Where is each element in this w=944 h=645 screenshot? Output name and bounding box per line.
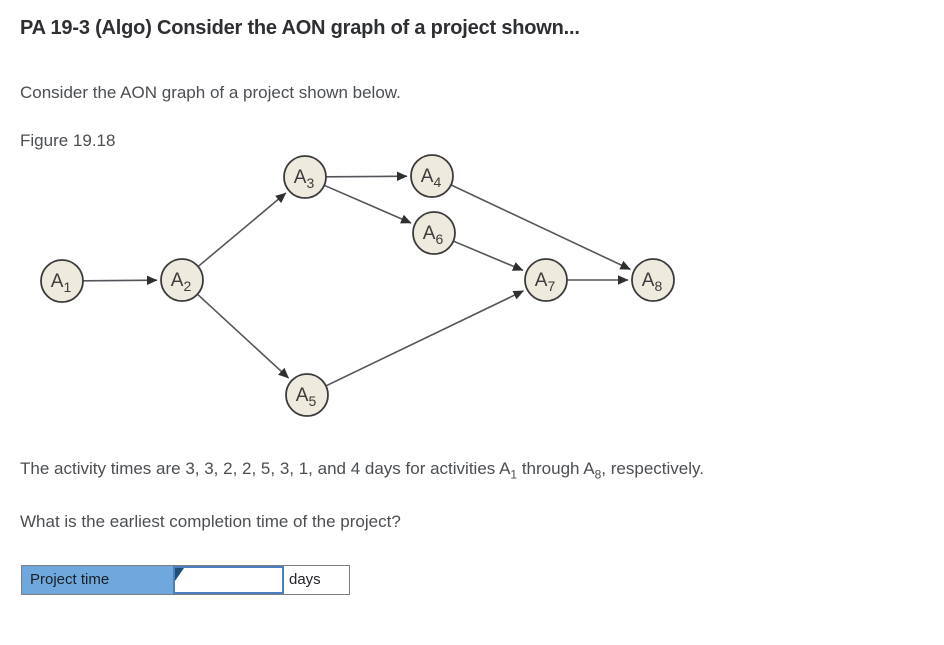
activity-node-A5: A5 xyxy=(285,373,329,417)
page-title: PA 19-3 (Algo) Consider the AON graph of… xyxy=(20,17,580,39)
activity-times-text: The activity times are 3, 3, 2, 2, 5, 3,… xyxy=(20,459,704,481)
node-circle-A3 xyxy=(283,155,327,199)
node-circle-A4 xyxy=(410,154,454,198)
activity-node-A2: A2 xyxy=(160,258,204,302)
activity-node-A1: A1 xyxy=(40,259,84,303)
node-circle-A8 xyxy=(631,258,675,302)
project-time-input[interactable] xyxy=(173,566,284,594)
activity-text-part2: through A xyxy=(517,459,595,478)
activity-text-part1: The activity times are 3, 3, 2, 2, 5, 3,… xyxy=(20,459,511,478)
activity-node-A8: A8 xyxy=(631,258,675,302)
answer-table: Project time days xyxy=(21,565,350,595)
activity-sub-8: 8 xyxy=(594,467,602,482)
intro-text: Consider the AON graph of a project show… xyxy=(20,83,401,102)
activity-node-A4: A4 xyxy=(410,154,454,198)
edge-A4-A8 xyxy=(451,184,631,271)
node-circle-A6 xyxy=(412,211,456,255)
node-circle-A1 xyxy=(40,259,84,303)
answer-input-wrap xyxy=(173,566,284,594)
edge-A2-A5 xyxy=(197,293,290,379)
node-circle-A5 xyxy=(285,373,329,417)
activity-node-A3: A3 xyxy=(283,155,327,199)
edge-A6-A7 xyxy=(453,240,524,272)
node-circle-A2 xyxy=(160,258,204,302)
activity-text-part3: , respectively. xyxy=(601,459,704,478)
figure-label: Figure 19.18 xyxy=(20,131,116,150)
edge-A1-A2 xyxy=(83,275,158,285)
node-circle-A7 xyxy=(524,258,568,302)
activity-sub-1: 1 xyxy=(510,467,518,482)
unit-label-cell: days xyxy=(284,566,349,594)
activity-node-A7: A7 xyxy=(524,258,568,302)
edge-A3-A6 xyxy=(324,184,412,224)
question-text: What is the earliest completion time of … xyxy=(20,512,401,531)
activity-node-A6: A6 xyxy=(412,211,456,255)
edge-A3-A4 xyxy=(326,171,408,181)
project-time-label-cell: Project time xyxy=(22,566,173,594)
edge-A2-A3 xyxy=(197,192,287,267)
edge-A5-A7 xyxy=(326,290,524,387)
